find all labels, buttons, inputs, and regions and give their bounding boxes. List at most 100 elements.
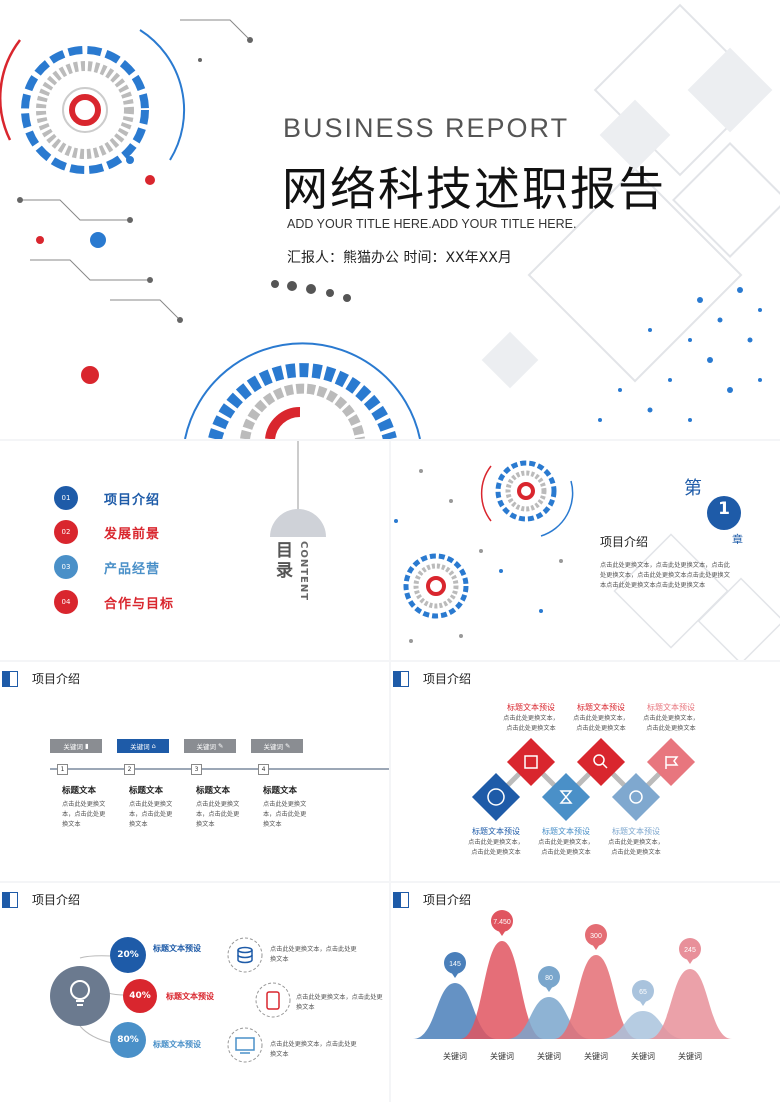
timeline-line [50,768,389,770]
toc-number-badge: 01 [54,486,78,510]
chapter-title: 项目介绍 [600,535,649,549]
toc-item-4[interactable]: 04 合作与目标 [54,590,174,614]
step-number: 3 [191,764,202,775]
percent-decoration [50,937,291,1063]
cover-reporter-line: 汇报人：熊猫办公 时间：XX年XX月 [287,250,512,266]
value-bubble-tip [545,986,553,992]
diamond-chain [471,737,696,822]
diamond-5 [611,772,661,822]
percent-title-1: 标题文本预设 [153,944,201,953]
section-marker [393,891,409,908]
timeline-slide: 项目介绍 关键词 ▮ 关键词 ⌂ 关键词 ✎ 关键词 ✎ 1 2 3 4 标题文… [0,662,389,881]
section-title: 项目介绍 [32,893,81,907]
value-bubble-tip [498,930,506,936]
value-bubble-tip [592,944,600,950]
percent-desc-1: 点击此处更换文本，点击此处更换文本 [270,946,357,963]
toc-decoration [270,441,326,537]
section-marker [2,670,18,687]
toc-item-3[interactable]: 03 产品经营 [54,555,160,579]
mountain-peak [554,955,638,1039]
step-number: 1 [57,764,68,775]
diamond-2 [506,737,556,787]
diamond-4 [576,737,626,787]
timeline-item-title: 标题文本 [196,786,231,796]
value-bubble [585,924,607,946]
diamond-bottom-label: 标题文本预设 [542,827,590,836]
diamond-top-label: 标题文本预设 [577,703,625,712]
toc-item-label: 发展前景 [104,526,161,542]
diamond-top-desc: 点击此处更换文本，点击此处更换文本 [643,715,699,732]
toc-title-en: CONTENT [298,541,309,602]
value-label: 65 [639,989,647,996]
section-marker [393,670,409,687]
timeline-item-body: 点击此处更换文本，点击此处更换文本 [263,801,307,828]
section-header: 项目介绍 [391,670,471,687]
mountain-peak [648,969,732,1039]
category-label: 关键词 [443,1051,467,1061]
timeline-item-body: 点击此处更换文本，点击此处更换文本 [62,801,106,828]
diamond-top-label: 标题文本预设 [647,703,695,712]
cover-slide: BUSINESS REPORT 网络科技述职报告 ADD YOUR TITLE … [0,0,780,439]
percent-circle-2: 40% [123,979,157,1013]
step-number: 4 [258,764,269,775]
step-number: 2 [124,764,135,775]
timeline-item-body: 点击此处更换文本，点击此处更换文本 [129,801,173,828]
section-header: 项目介绍 [0,891,80,908]
diamond-bottom-desc: 点击此处更换文本，点击此处更换文本 [468,839,524,856]
value-bubble-tip [639,1000,647,1006]
section-header: 项目介绍 [391,891,471,908]
diamond-top-desc: 点击此处更换文本，点击此处更换文本 [573,715,629,732]
toc-item-label: 项目介绍 [104,492,161,508]
value-bubble [632,980,654,1002]
chapter-slide: 第 1 章 项目介绍 点击此处更换文本，点击此处更换文本，点击此处更换文本，点击… [391,441,780,660]
cover-english-title: BUSINESS REPORT [283,113,570,143]
cover-subtitle: ADD YOUR TITLE HERE.ADD YOUR TITLE HERE. [287,217,577,231]
section-header: 项目介绍 [0,670,80,687]
percent-circle-1: 20% [110,937,146,973]
category-label: 关键词 [584,1051,608,1061]
chapter-decoration [394,460,780,660]
section-title: 项目介绍 [423,672,472,686]
percent-title-2: 标题文本预设 [166,992,214,1001]
keyword-tab-3[interactable]: 关键词 ✎ [184,739,236,753]
chapter-di: 第 [684,478,702,499]
value-bubble [444,952,466,974]
toc-item-label: 产品经营 [104,561,161,577]
value-label: 245 [684,947,696,954]
value-bubble [679,938,701,960]
diamond-6 [646,737,696,787]
toc-number-badge: 03 [54,555,78,579]
cover-chinese-title: 网络科技述职报告 [282,162,666,216]
chapter-zhang: 章 [732,533,743,546]
toc-item-label: 合作与目标 [104,596,175,612]
toc-item-2[interactable]: 02 发展前景 [54,520,160,544]
mountain-peak [460,941,544,1039]
keyword-tab-4[interactable]: 关键词 ✎ [251,739,303,753]
diamond-bottom-desc: 点击此处更换文本，点击此处更换文本 [538,839,594,856]
value-label: 300 [590,933,602,940]
toc-title-cn: 目录 [276,541,293,581]
percent-slide: 项目介绍 20% 40% 80% 标题文本预设 标题文本预设 标题文本预设 点击… [0,883,389,1102]
value-bubble-tip [451,972,459,978]
chapter-body: 点击此处更换文本，点击此处更换文本，点击此处更换文本，点击此处更换文本点击此处更… [600,562,730,589]
toc-number-badge: 04 [54,590,78,614]
timeline-item-title: 标题文本 [263,786,298,796]
value-bubble-tip [686,958,694,964]
category-label: 关键词 [537,1051,561,1061]
toc-item-1[interactable]: 01 项目介绍 [54,486,160,510]
section-title: 项目介绍 [32,672,81,686]
timeline-item-title: 标题文本 [62,786,97,796]
keyword-tab-2[interactable]: 关键词 ⌂ [117,739,169,753]
section-title: 项目介绍 [423,893,472,907]
toc-slide: 01 项目介绍 02 发展前景 03 产品经营 04 合作与目标 目录 CONT… [0,441,389,660]
percent-title-3: 标题文本预设 [153,1040,201,1049]
keyword-tab-1[interactable]: 关键词 ▮ [50,739,102,753]
category-label: 关键词 [631,1051,655,1061]
value-label: 145 [449,961,461,968]
diamond-top-label: 标题文本预设 [507,703,555,712]
percent-circle-3: 80% [110,1022,146,1058]
timeline-item-title: 标题文本 [129,786,164,796]
diamond-top-desc: 点击此处更换文本，点击此处更换文本 [503,715,559,732]
value-bubble [538,966,560,988]
